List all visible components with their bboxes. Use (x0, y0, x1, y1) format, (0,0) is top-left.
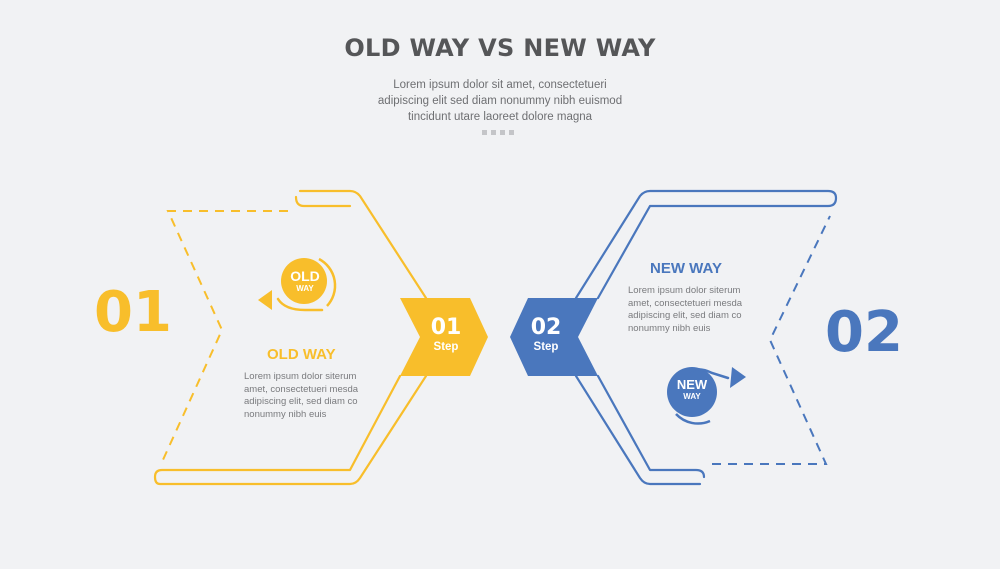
body-line: amet, consectetueri mesda (628, 297, 743, 309)
body-line: adipiscing elit, sed diam co (628, 310, 742, 321)
rewind-arrow-icon (258, 257, 337, 312)
title-divider-dots (482, 130, 514, 135)
subtitle-line: adipiscing elit sed diam nonummy nibh eu… (377, 95, 623, 107)
subtitle-line: tincidunt utare laoreet dolore magna (407, 111, 593, 123)
divider-dot (482, 130, 487, 135)
new-way-body: Lorem ipsum dolor siterum amet, consecte… (628, 285, 768, 335)
body-line: Lorem ipsum dolor siterum (244, 371, 357, 382)
old-way-step-arrow (400, 298, 488, 376)
new-way-step: 02 Step (518, 315, 574, 354)
divider-dot (509, 130, 514, 135)
old-step-number: 01 (430, 315, 462, 340)
body-line: nonummy nibh euis (244, 408, 327, 420)
new-step-number: 02 (530, 315, 562, 340)
new-icon-title: NEW (676, 377, 708, 392)
page-subtitle: Lorem ipsum dolor sit amet, consectetuer… (300, 77, 700, 125)
body-line: adipiscing elit, sed diam co (244, 396, 358, 407)
new-way-dashed-outline (712, 215, 831, 465)
subtitle-line: Lorem ipsum dolor sit amet, consectetuer… (393, 79, 607, 91)
new-way-icon-label: NEW WAY (667, 377, 717, 402)
new-step-label: Step (533, 341, 559, 353)
old-way-outline (153, 189, 428, 486)
old-way-icon-label: OLD WAY (281, 268, 329, 294)
old-way-step: 01 Step (418, 315, 474, 354)
new-way-heading: NEW WAY (650, 260, 722, 277)
old-way-dashed-outline (161, 210, 288, 463)
body-line: amet, consectetueri mesda (244, 383, 359, 395)
new-icon-caption: WAY (683, 392, 701, 401)
new-way-step-arrow (510, 298, 598, 376)
new-way-outline (574, 189, 838, 486)
body-line: nonummy nibh euis (628, 322, 711, 334)
forward-arrow-icon (667, 367, 746, 425)
old-icon-title: OLD (290, 268, 320, 284)
old-icon-caption: WAY (296, 284, 314, 293)
old-way-number: 01 (94, 280, 172, 345)
page-title: OLD WAY VS NEW WAY (344, 34, 656, 62)
divider-dot (491, 130, 496, 135)
old-way-heading: OLD WAY (267, 346, 336, 363)
old-step-label: Step (433, 341, 459, 353)
divider-dot (500, 130, 505, 135)
body-line: Lorem ipsum dolor siterum (628, 285, 741, 296)
old-way-body: Lorem ipsum dolor siterum amet, consecte… (244, 371, 384, 421)
new-way-number: 02 (825, 300, 903, 365)
